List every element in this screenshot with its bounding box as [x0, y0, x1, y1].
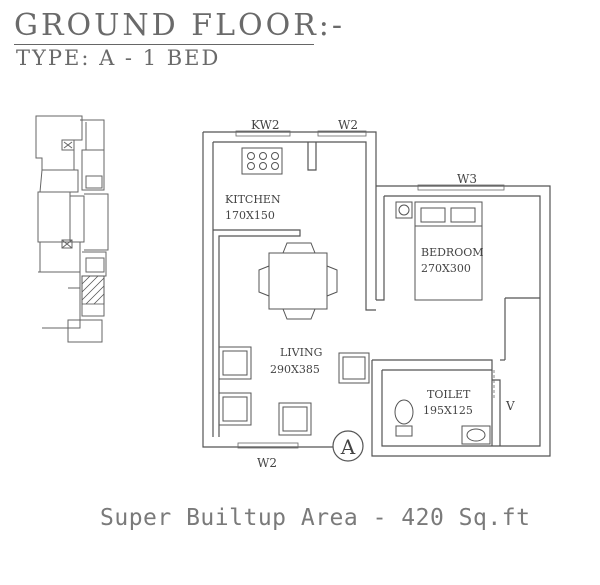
- walls: [202, 131, 551, 457]
- windows: [235, 130, 505, 449]
- bedroom-label: BEDROOM: [421, 246, 484, 259]
- toilet-label: TOILET: [427, 388, 471, 401]
- living-label: LIVING: [280, 346, 322, 359]
- window-w3-label: W3: [457, 172, 477, 186]
- unit-marker: A: [332, 430, 364, 462]
- kitchen-counter: [241, 147, 283, 175]
- super-builtup-area: Super Builtup Area - 420 Sq.ft: [100, 505, 531, 531]
- window-kw2-label: KW2: [251, 118, 280, 132]
- bedroom-size: 270X300: [421, 262, 471, 275]
- living-chairs: [218, 346, 370, 436]
- key-plan: [35, 115, 109, 343]
- bed: [395, 201, 483, 301]
- svg-text:A: A: [340, 435, 356, 459]
- page-title: GROUND FLOOR:-: [14, 8, 346, 43]
- window-w2-bottom-label: W2: [257, 456, 277, 470]
- title-underline: [14, 44, 314, 45]
- living-size: 290X385: [270, 363, 320, 376]
- toilet-fixtures: [394, 399, 491, 445]
- kitchen-label: KITCHEN: [225, 193, 281, 206]
- dining-table: [258, 242, 338, 320]
- toilet-size: 195X125: [423, 404, 473, 417]
- ventilator-label: V: [505, 399, 515, 413]
- key-plan-highlight: [81, 275, 105, 305]
- window-w2-top-label: W2: [338, 118, 358, 132]
- page-subtitle: TYPE: A - 1 BED: [16, 46, 221, 70]
- kitchen-size: 170X150: [225, 209, 275, 222]
